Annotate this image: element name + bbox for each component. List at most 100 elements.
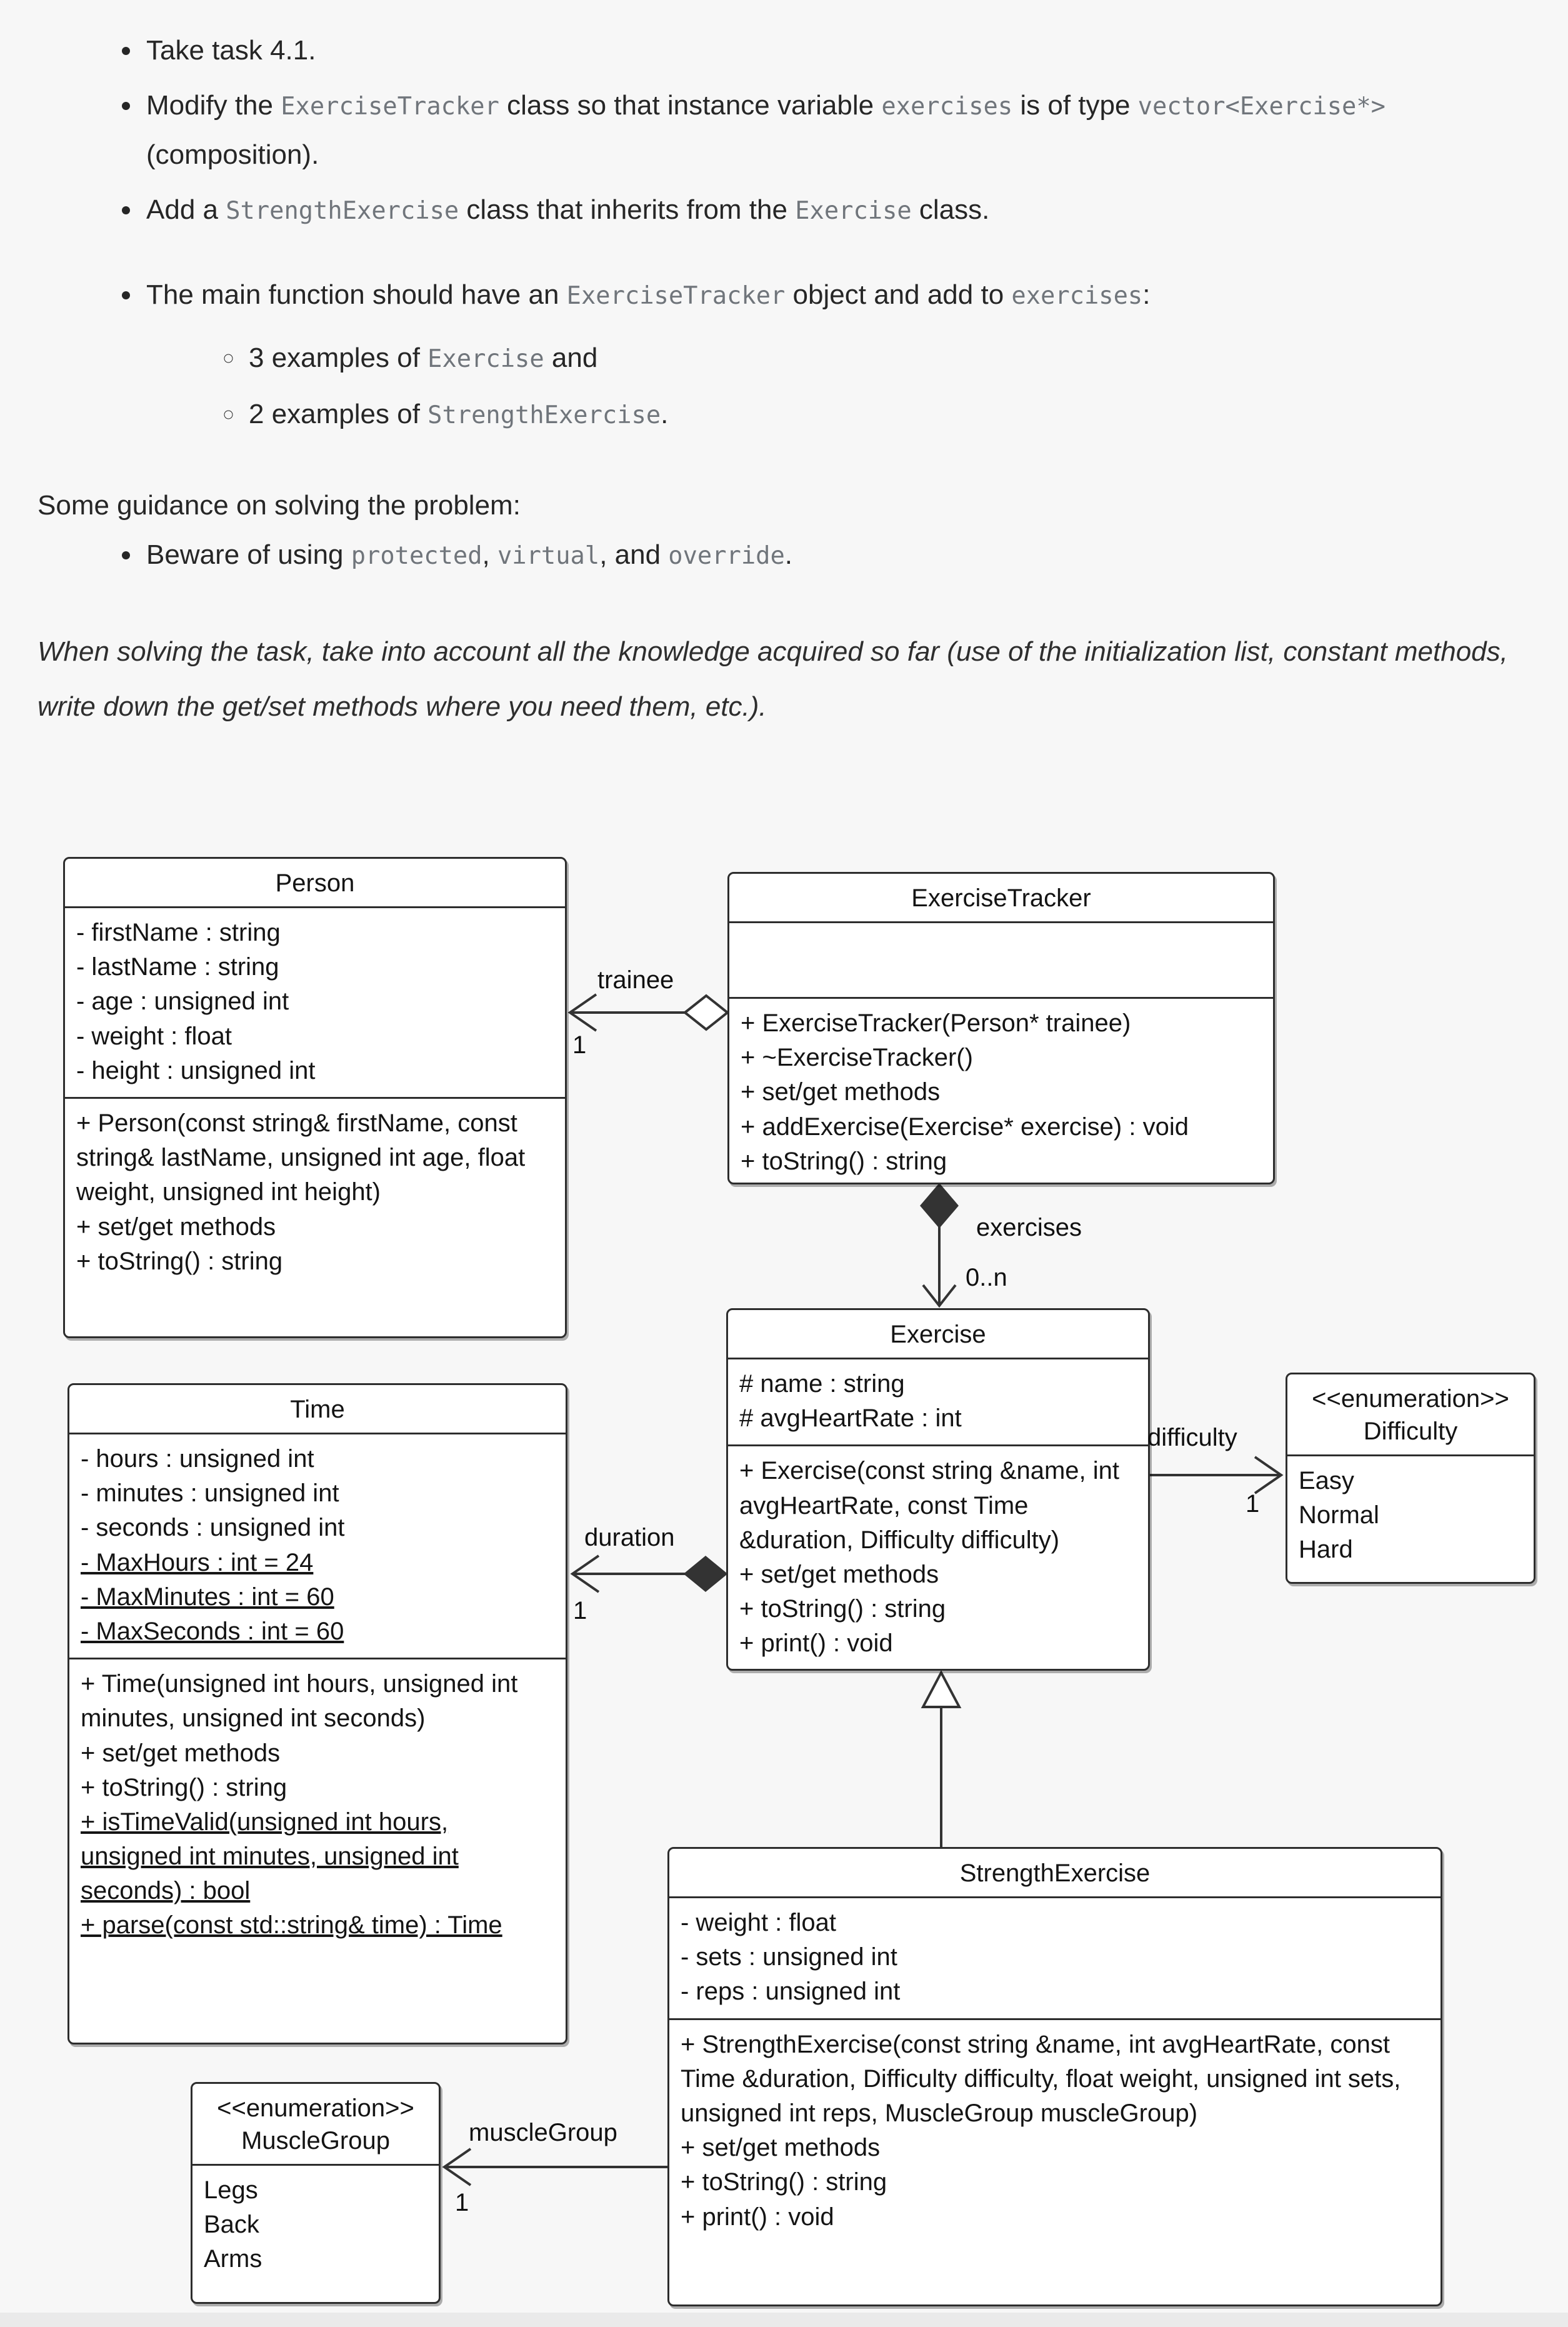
difficulty-multiplicity-label: 1: [1246, 1490, 1260, 1518]
guidance-list: Beware of using protected, virtual, and …: [37, 531, 1531, 579]
uml-member-line: - hours : unsigned int: [81, 1445, 314, 1473]
duration-arrowhead-icon: [570, 1554, 600, 1593]
uml-class-diagram: Person - firstName : string - lastName : …: [0, 844, 1568, 2327]
uml-member-line: - height : unsigned int: [76, 1056, 316, 1084]
list-item: Take task 4.1.: [142, 26, 1531, 75]
uml-member-line: + Time(unsigned int hours, unsigned int …: [81, 1670, 518, 1733]
inline-code: ExerciseTracker: [281, 93, 499, 121]
class-title: StrengthExercise: [669, 1849, 1441, 1898]
uml-member-line: - weight : float: [76, 1022, 232, 1050]
inline-code: Exercise: [795, 196, 912, 225]
composition-diamond-icon: [920, 1183, 959, 1229]
difficulty-arrowhead-icon: [1254, 1456, 1284, 1494]
inline-code: virtual: [497, 541, 600, 570]
list-item: The main function should have an Exercis…: [142, 271, 1531, 439]
musclegroup-multiplicity-label: 1: [455, 2189, 469, 2216]
uml-member-line: + toString() : string: [81, 1773, 287, 1801]
uml-member-line: + set/get methods: [739, 1560, 939, 1588]
uml-member-line: + toString() : string: [741, 1147, 947, 1175]
uml-member-line: Arms: [204, 2245, 262, 2273]
uml-member-line: + ~ExerciseTracker(): [741, 1044, 973, 1072]
class-methods: + ExerciseTracker(Person* trainee) + ~Exe…: [729, 999, 1273, 1188]
uml-member-line: + ExerciseTracker(Person* trainee): [741, 1009, 1131, 1037]
task-text-section: Take task 4.1. Modify the ExerciseTracker…: [0, 0, 1568, 734]
musclegroup-arrowhead-icon: [442, 2148, 472, 2186]
inline-code: exercises: [881, 93, 1013, 121]
class-attributes: # name : string# avgHeartRate : int: [728, 1359, 1148, 1447]
uml-member-line: + addExercise(Exercise* exercise) : void: [741, 1113, 1189, 1141]
class-methods: + Time(unsigned int hours, unsigned int …: [69, 1659, 566, 1952]
note-paragraph: When solving the task, take into account…: [37, 636, 1508, 722]
list-item: Modify the ExerciseTracker class so that…: [142, 81, 1531, 179]
inline-code: StrengthExercise: [226, 196, 459, 225]
uml-member-line: - reps : unsigned int: [681, 1978, 901, 2006]
sub-list-item: 2 examples of StrengthExercise.: [245, 390, 1531, 439]
class-time: Time - hours : unsigned int - minutes : u…: [67, 1383, 567, 2044]
uml-member-line: - seconds : unsigned int: [81, 1514, 345, 1542]
enum-title: <<enumeration>> MuscleGroup: [192, 2084, 439, 2166]
trainee-arrowhead-icon: [567, 993, 597, 1032]
duration-role-label: duration: [584, 1524, 675, 1551]
class-title: Person: [65, 859, 565, 908]
uml-member-line: + set/get methods: [741, 1078, 941, 1106]
task-list: Take task 4.1. Modify the ExerciseTracker…: [37, 26, 1531, 439]
uml-member-line: + isTimeValid(unsigned int hours, unsign…: [81, 1808, 459, 1905]
class-title: Exercise: [728, 1310, 1148, 1359]
uml-member-line: + toString() : string: [681, 2168, 887, 2196]
enum-name: MuscleGroup: [241, 2127, 390, 2154]
uml-member-line: + Person(const string& firstName, const …: [76, 1109, 526, 1206]
duration-diamond-icon: [683, 1556, 728, 1592]
class-title: ExerciseTracker: [729, 874, 1273, 923]
uml-member-line: Easy: [1299, 1467, 1354, 1494]
uml-member-line: + set/get methods: [81, 1739, 281, 1767]
uml-member-line: - firstName : string: [76, 919, 281, 946]
uml-member-line: Hard: [1299, 1536, 1353, 1564]
uml-member-line: + toString() : string: [76, 1247, 283, 1275]
class-methods: + StrengthExercise(const string &name, i…: [669, 2020, 1441, 2243]
class-exercise: Exercise # name : string# avgHeartRate :…: [726, 1308, 1150, 1671]
uml-member-line: - MaxSeconds : int = 60: [81, 1617, 344, 1645]
inheritance-triangle-icon: [921, 1669, 962, 1708]
class-methods: + Exercise(const string &name, int avgHe…: [728, 1446, 1148, 1669]
uml-member-line: + set/get methods: [76, 1213, 276, 1241]
uml-member-line: Back: [204, 2211, 259, 2239]
aggregation-diamond-icon: [682, 994, 730, 1031]
list-item: Beware of using protected, virtual, and …: [142, 531, 1531, 579]
uml-member-line: Legs: [204, 2176, 258, 2204]
uml-member-line: - age : unsigned int: [76, 988, 289, 1016]
uml-member-line: - weight : float: [681, 1909, 837, 1936]
enum-stereotype: <<enumeration>>: [1312, 1385, 1509, 1413]
class-attributes: - hours : unsigned int - minutes : unsign…: [69, 1434, 566, 1660]
exercises-arrowhead-icon: [922, 1284, 957, 1308]
inline-code: Exercise: [427, 344, 544, 373]
enum-title: <<enumeration>> Difficulty: [1287, 1374, 1534, 1456]
class-exercisetracker: ExerciseTracker + ExerciseTracker(Person…: [727, 872, 1275, 1184]
uml-member-line: - minutes : unsigned int: [81, 1479, 339, 1508]
class-methods: + Person(const string& firstName, const …: [65, 1099, 565, 1288]
class-strengthexercise: StrengthExercise - weight : float- sets …: [667, 1847, 1442, 2306]
uml-member-line: + set/get methods: [681, 2134, 881, 2162]
inline-code: vector<Exercise*>: [1137, 93, 1386, 121]
inline-code: override: [668, 541, 785, 570]
uml-member-line: + toString() : string: [739, 1595, 946, 1623]
enum-stereotype: <<enumeration>>: [217, 2094, 414, 2122]
enum-name: Difficulty: [1363, 1418, 1458, 1445]
uml-member-line: + parse(const std::string& time) : Time: [81, 1911, 502, 1939]
uml-member-line: - lastName : string: [76, 953, 279, 981]
uml-member-line: - MaxHours : int = 24: [81, 1548, 314, 1576]
class-title: Time: [69, 1385, 566, 1434]
exercises-role-label: exercises: [976, 1214, 1082, 1241]
sub-list: 3 examples of Exercise and2 examples of …: [146, 334, 1531, 439]
inline-code: protected: [351, 541, 482, 570]
class-attributes: [729, 923, 1273, 999]
exercises-multiplicity-label: 0..n: [966, 1264, 1007, 1291]
uml-member-line: Normal: [1299, 1501, 1379, 1529]
uml-member-line: # avgHeartRate : int: [739, 1404, 962, 1433]
inline-code: StrengthExercise: [427, 401, 661, 429]
trainee-role-label: trainee: [597, 966, 674, 994]
trainee-multiplicity-label: 1: [572, 1031, 587, 1059]
